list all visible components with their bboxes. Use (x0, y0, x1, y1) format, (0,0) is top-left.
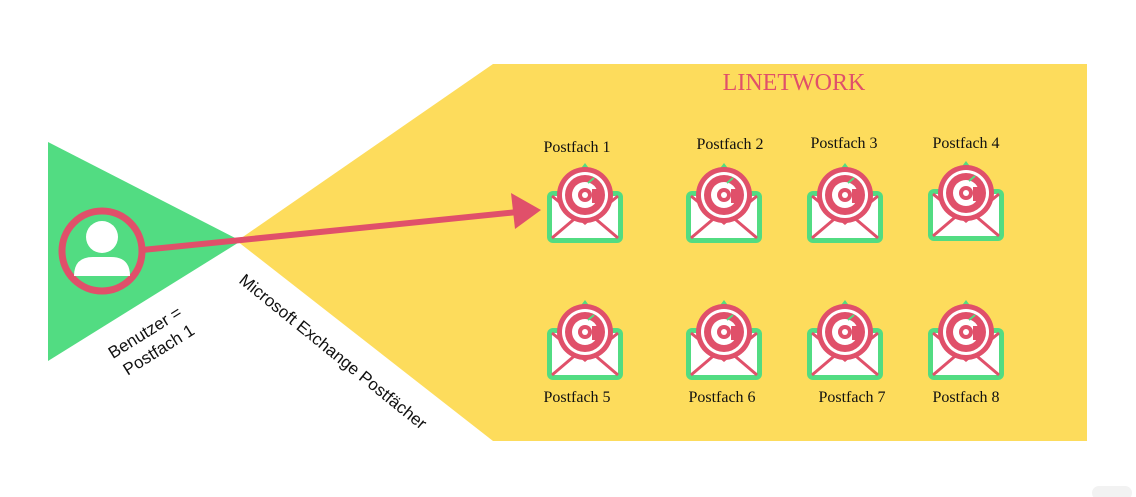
arrow-icon (139, 193, 541, 253)
mailbox-label: Postfach 3 (810, 135, 877, 152)
mailbox: Postfach 8 (926, 298, 1006, 406)
mailbox: Postfach 2 (684, 136, 764, 245)
mailbox: Postfach 3 (805, 135, 885, 245)
mailbox: Postfach 7 (805, 298, 886, 406)
mailbox: Postfach 4 (926, 135, 1006, 243)
mailbox-label: Postfach 7 (818, 389, 885, 406)
brand-title: LINETWORK (723, 70, 866, 96)
mailbox: Postfach 6 (684, 298, 764, 406)
mailbox: Postfach 5 (543, 298, 625, 406)
corner-handle (1092, 486, 1132, 497)
mailbox-label: Postfach 2 (696, 136, 763, 153)
mailbox-label: Postfach 5 (543, 389, 610, 406)
mailbox-label: Postfach 8 (932, 389, 999, 406)
user-icon (58, 207, 146, 295)
mailbox-label: Postfach 6 (688, 389, 755, 406)
mailbox: Postfach 1 (543, 139, 625, 245)
mailbox-label: Postfach 4 (932, 135, 999, 152)
mailbox-label: Postfach 1 (543, 139, 610, 156)
